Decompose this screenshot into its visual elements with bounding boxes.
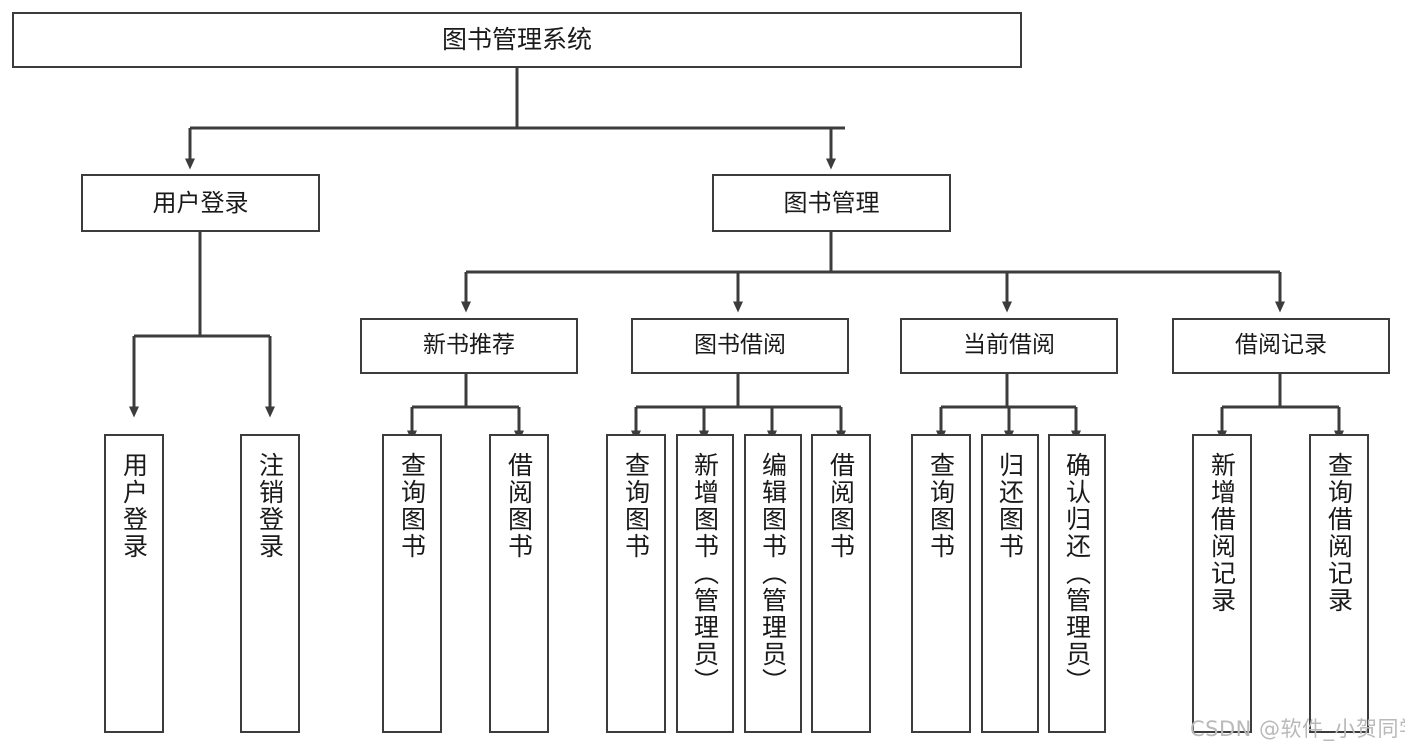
leaf-edit-book-admin[interactable]: 编辑图书（管理员） [744,434,802,733]
leaf-return-book[interactable]: 归还图书 [981,434,1039,733]
node-new-book-recommend-label: 新书推荐 [423,332,515,359]
leaf-add-borrow-record[interactable]: 新增借阅记录 [1192,434,1252,733]
leaf-edit-book-admin-label: 编辑图书（管理员） [758,452,788,695]
leaf-confirm-return-admin[interactable]: 确认归还（管理员） [1048,434,1106,733]
node-current-borrow[interactable]: 当前借阅 [900,318,1118,374]
leaf-add-book-admin[interactable]: 新增图书（管理员） [676,434,734,733]
node-current-borrow-label: 当前借阅 [963,332,1055,359]
node-root[interactable]: 图书管理系统 [12,12,1022,68]
node-user-login-label: 用户登录 [152,188,249,217]
leaf-return-book-label: 归还图书 [995,452,1025,560]
leaf-query-book-current[interactable]: 查询图书 [911,434,971,733]
node-book-management[interactable]: 图书管理 [712,174,951,232]
node-book-borrow[interactable]: 图书借阅 [631,318,849,374]
leaf-borrow-book-newbook-label: 借阅图书 [504,452,534,560]
leaf-user-login-label: 用户登录 [119,452,149,560]
node-new-book-recommend[interactable]: 新书推荐 [360,318,578,374]
node-book-management-label: 图书管理 [783,188,880,217]
leaf-query-book-borrow-label: 查询图书 [621,452,651,560]
leaf-user-login[interactable]: 用户登录 [104,434,164,733]
leaf-add-book-admin-label: 新增图书（管理员） [690,452,720,695]
node-book-borrow-label: 图书借阅 [694,332,786,359]
node-root-label: 图书管理系统 [441,25,592,54]
leaf-query-book-newbook[interactable]: 查询图书 [382,434,442,733]
leaf-logout[interactable]: 注销登录 [240,434,300,733]
leaf-query-borrow-record[interactable]: 查询借阅记录 [1309,434,1369,733]
leaf-query-book-borrow[interactable]: 查询图书 [606,434,666,733]
leaf-borrow-book-borrow[interactable]: 借阅图书 [811,434,871,733]
leaf-logout-label: 注销登录 [255,452,285,560]
leaf-borrow-book-newbook[interactable]: 借阅图书 [489,434,549,733]
leaf-borrow-book-borrow-label: 借阅图书 [826,452,856,560]
leaf-query-book-newbook-label: 查询图书 [397,452,427,560]
node-borrow-record[interactable]: 借阅记录 [1172,318,1390,374]
leaf-query-book-current-label: 查询图书 [926,452,956,560]
leaf-query-borrow-record-label: 查询借阅记录 [1324,452,1354,614]
node-user-login[interactable]: 用户登录 [81,174,320,232]
watermark: CSDN @软件_小贺同学 [1190,717,1405,741]
node-borrow-record-label: 借阅记录 [1235,332,1327,359]
leaf-confirm-return-admin-label: 确认归还（管理员） [1062,452,1092,695]
leaf-add-borrow-record-label: 新增借阅记录 [1207,452,1237,614]
